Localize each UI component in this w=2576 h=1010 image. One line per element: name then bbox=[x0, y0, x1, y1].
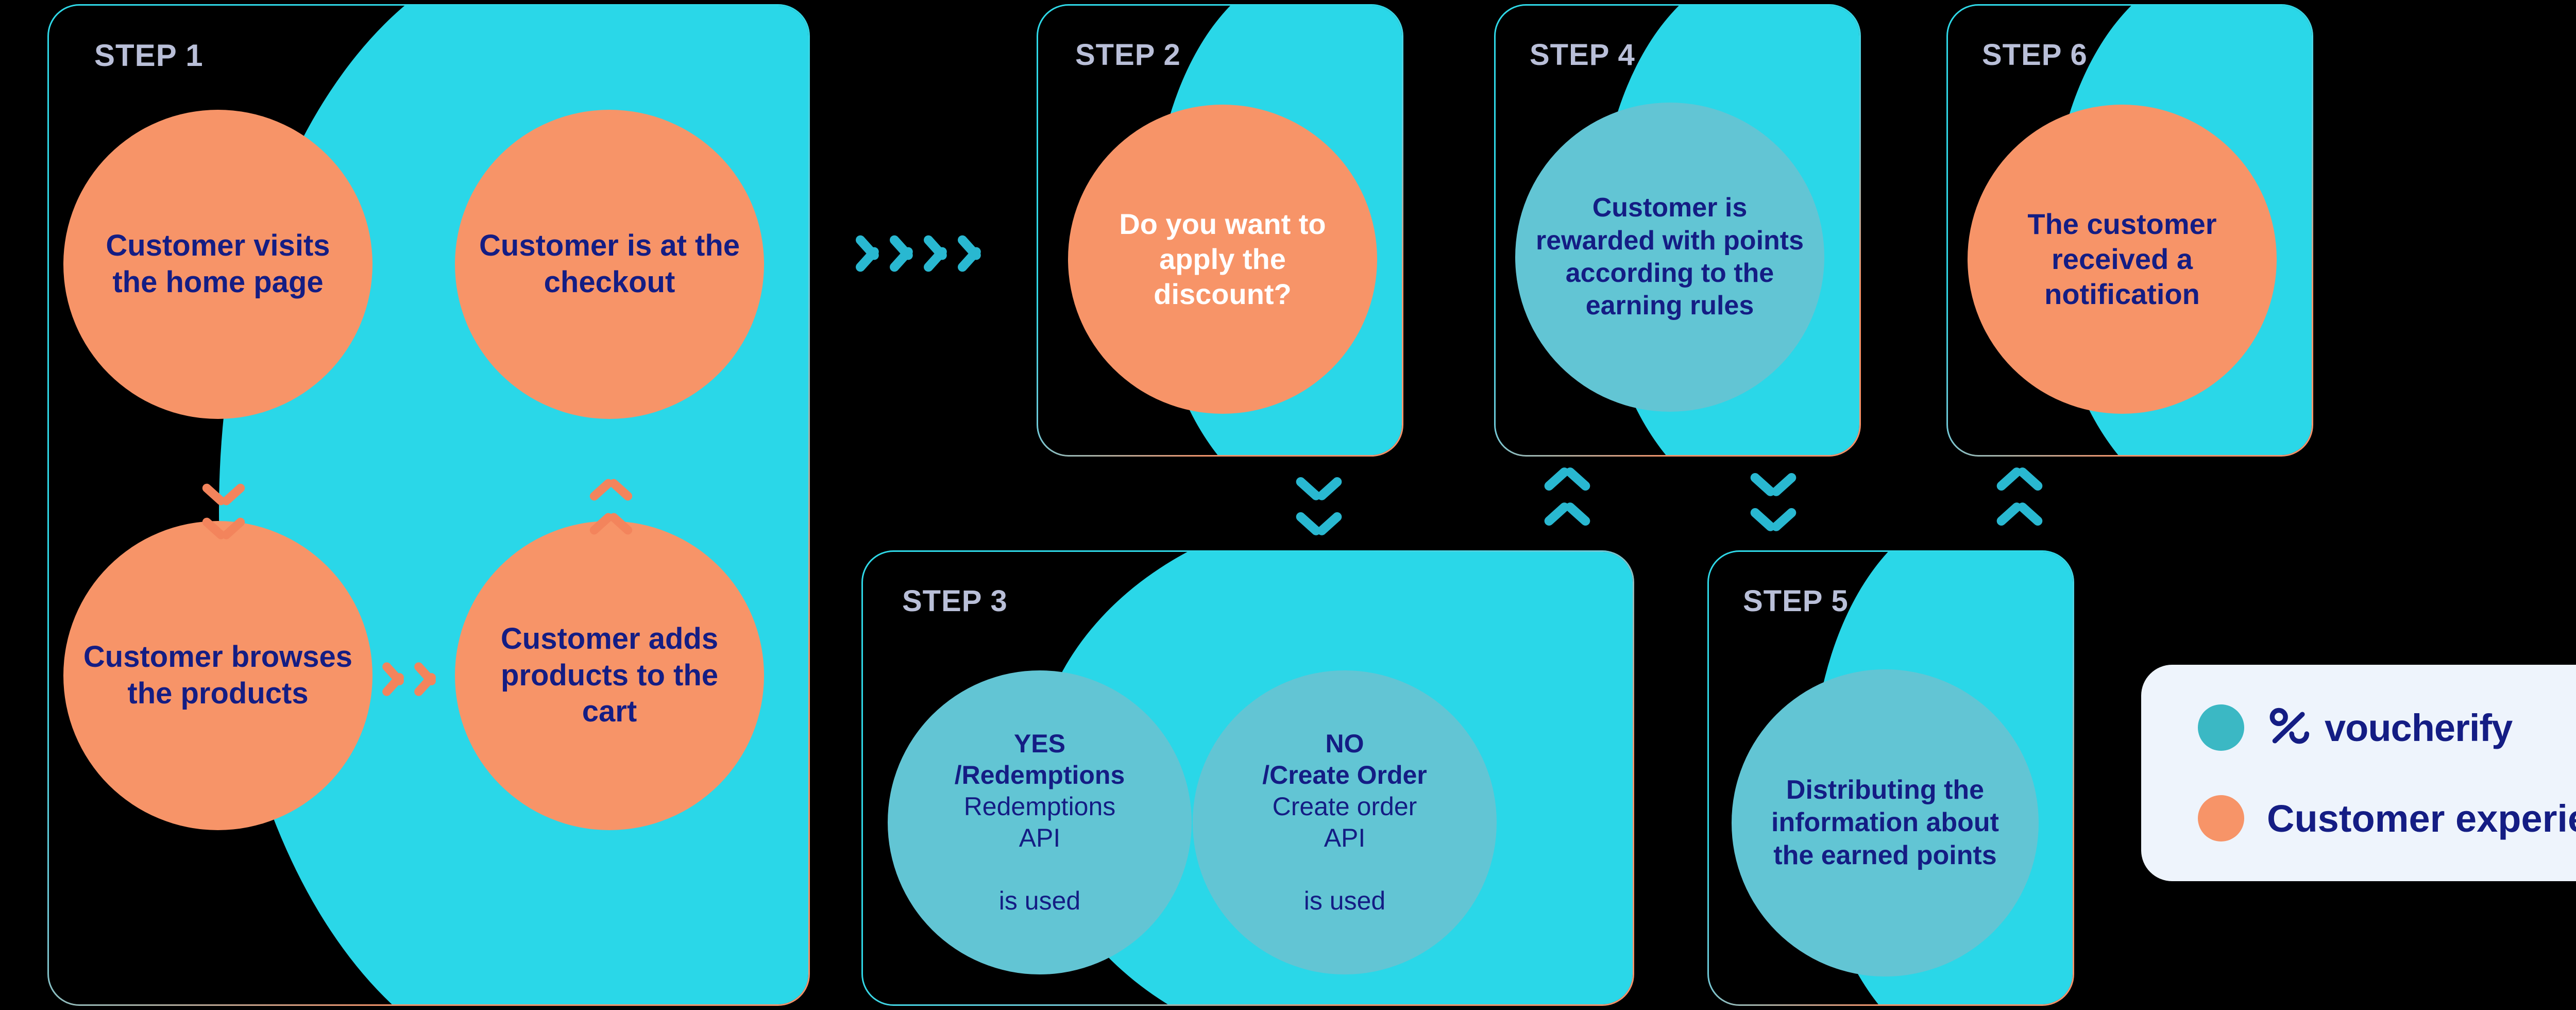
step-card-2[interactable]: STEP 2 Do you want to apply the discount… bbox=[1037, 4, 1403, 457]
step-card-4[interactable]: STEP 4 Customer is rewarded with points … bbox=[1494, 4, 1861, 457]
chevron-right-icon bbox=[380, 659, 406, 699]
step-card-3-inner: STEP 3 YES /Redemptions Redemptions API … bbox=[863, 552, 1633, 1004]
step-card-1[interactable]: STEP 1 Customer visits the home page Cus… bbox=[47, 4, 810, 1006]
step-label-5: STEP 5 bbox=[1743, 584, 1849, 618]
legend-voucherify-wordmark: voucherify bbox=[2325, 706, 2513, 749]
percent-logo-icon bbox=[2267, 705, 2311, 750]
chevron-right-icon bbox=[956, 232, 983, 275]
node-s3-n2-line-2: /Create Order bbox=[1262, 761, 1427, 789]
chevron-up-icon bbox=[588, 511, 634, 537]
node-s5-n1[interactable]: Distributing the information about the e… bbox=[1732, 669, 2039, 977]
legend-label-voucherify: voucherify bbox=[2267, 705, 2513, 750]
node-s3-n2-line-4: is used bbox=[1303, 886, 1386, 915]
step-label-6: STEP 6 bbox=[1982, 38, 2088, 72]
chevron-right-icon bbox=[412, 659, 438, 699]
connector-step4-step5 bbox=[1748, 470, 1799, 533]
step-label-3: STEP 3 bbox=[902, 584, 1008, 618]
chevron-up-icon bbox=[1542, 500, 1592, 529]
step-card-6[interactable]: STEP 6 The customer received a notificat… bbox=[1946, 4, 2313, 457]
node-s1-n3-text: Customer browses the products bbox=[83, 640, 353, 710]
chevron-right-icon bbox=[888, 232, 915, 275]
legend-dot-customer-experience bbox=[2198, 795, 2244, 841]
chevron-down-icon bbox=[200, 515, 247, 541]
connector-step2-step3 bbox=[1294, 474, 1344, 537]
chevron-up-icon bbox=[588, 477, 634, 503]
step-label-2: STEP 2 bbox=[1075, 38, 1181, 72]
node-s2-n1[interactable]: Do you want to apply the discount? bbox=[1068, 105, 1377, 414]
legend-panel: voucherify Customer experience bbox=[2141, 665, 2576, 881]
chevron-down-icon bbox=[1294, 509, 1344, 537]
node-s1-n4[interactable]: Customer adds products to the cart bbox=[455, 521, 764, 830]
step-card-1-inner: STEP 1 Customer visits the home page Cus… bbox=[49, 6, 808, 1004]
legend-item-voucherify[interactable]: voucherify bbox=[2198, 704, 2576, 751]
chevron-down-icon bbox=[1748, 470, 1799, 498]
step-label-1: STEP 1 bbox=[94, 38, 204, 73]
node-s3-n1-line-3: Redemptions API bbox=[963, 792, 1116, 852]
node-s1-n1-text: Customer visits the home page bbox=[106, 229, 330, 299]
node-s3-n1-line-4: is used bbox=[998, 886, 1081, 915]
legend-item-customer-experience[interactable]: Customer experience bbox=[2198, 795, 2576, 841]
connector-s1-right bbox=[380, 659, 438, 699]
step-card-2-inner: STEP 2 Do you want to apply the discount… bbox=[1038, 6, 1402, 455]
chevron-right-icon bbox=[922, 232, 949, 275]
connector-step1-step2 bbox=[854, 232, 983, 275]
step-card-4-inner: STEP 4 Customer is rewarded with points … bbox=[1496, 6, 1859, 455]
node-s3-n1-text: YES /Redemptions Redemptions API is used bbox=[922, 728, 1157, 917]
chevron-up-icon bbox=[1994, 500, 2045, 529]
node-s1-n2-text: Customer is at the checkout bbox=[479, 229, 740, 299]
node-s4-n1[interactable]: Customer is rewarded with points accordi… bbox=[1515, 103, 1824, 412]
node-s5-n1-text: Distributing the information about the e… bbox=[1771, 775, 1999, 870]
node-s1-n2[interactable]: Customer is at the checkout bbox=[455, 110, 764, 419]
node-s3-n2[interactable]: NO /Create Order Create order API is use… bbox=[1193, 670, 1497, 974]
node-s3-n1-line-1: YES bbox=[1013, 729, 1066, 758]
chevron-up-icon bbox=[1542, 465, 1592, 494]
legend-dot-voucherify bbox=[2198, 704, 2244, 751]
node-s1-n4-text: Customer adds products to the cart bbox=[500, 621, 719, 729]
connector-step3-step4 bbox=[1542, 465, 1592, 529]
step-label-4: STEP 4 bbox=[1530, 38, 1635, 72]
chevron-down-icon bbox=[1294, 474, 1344, 502]
connector-step5-step6 bbox=[1994, 465, 2045, 529]
node-s6-n1-text: The customer received a notification bbox=[2027, 207, 2217, 311]
node-s3-n1-line-2: /Redemptions bbox=[954, 761, 1125, 789]
chevron-down-icon bbox=[1748, 505, 1799, 533]
node-s3-n2-line-3: Create order API bbox=[1272, 792, 1417, 852]
step-card-3[interactable]: STEP 3 YES /Redemptions Redemptions API … bbox=[861, 550, 1634, 1006]
node-s1-n3[interactable]: Customer browses the products bbox=[63, 521, 372, 830]
step-card-5[interactable]: STEP 5 Distributing the information abou… bbox=[1707, 550, 2074, 1006]
node-s3-n1[interactable]: YES /Redemptions Redemptions API is used bbox=[888, 670, 1192, 974]
connector-s1-down bbox=[200, 481, 247, 541]
chevron-right-icon bbox=[854, 232, 881, 275]
legend-label-customer-experience: Customer experience bbox=[2267, 797, 2576, 840]
connector-s1-up bbox=[588, 477, 634, 537]
node-s4-n1-text: Customer is rewarded with points accordi… bbox=[1535, 193, 1804, 321]
chevron-down-icon bbox=[200, 481, 247, 507]
step-card-6-inner: STEP 6 The customer received a notificat… bbox=[1948, 6, 2312, 455]
node-s6-n1[interactable]: The customer received a notification bbox=[1968, 105, 2277, 414]
chevron-up-icon bbox=[1994, 465, 2045, 494]
node-s2-n1-text: Do you want to apply the discount? bbox=[1119, 207, 1326, 311]
step-card-5-inner: STEP 5 Distributing the information abou… bbox=[1709, 552, 2073, 1004]
node-s3-n2-line-1: NO bbox=[1325, 729, 1364, 758]
node-s1-n1[interactable]: Customer visits the home page bbox=[63, 110, 372, 419]
node-s3-n2-text: NO /Create Order Create order API is use… bbox=[1230, 728, 1459, 917]
